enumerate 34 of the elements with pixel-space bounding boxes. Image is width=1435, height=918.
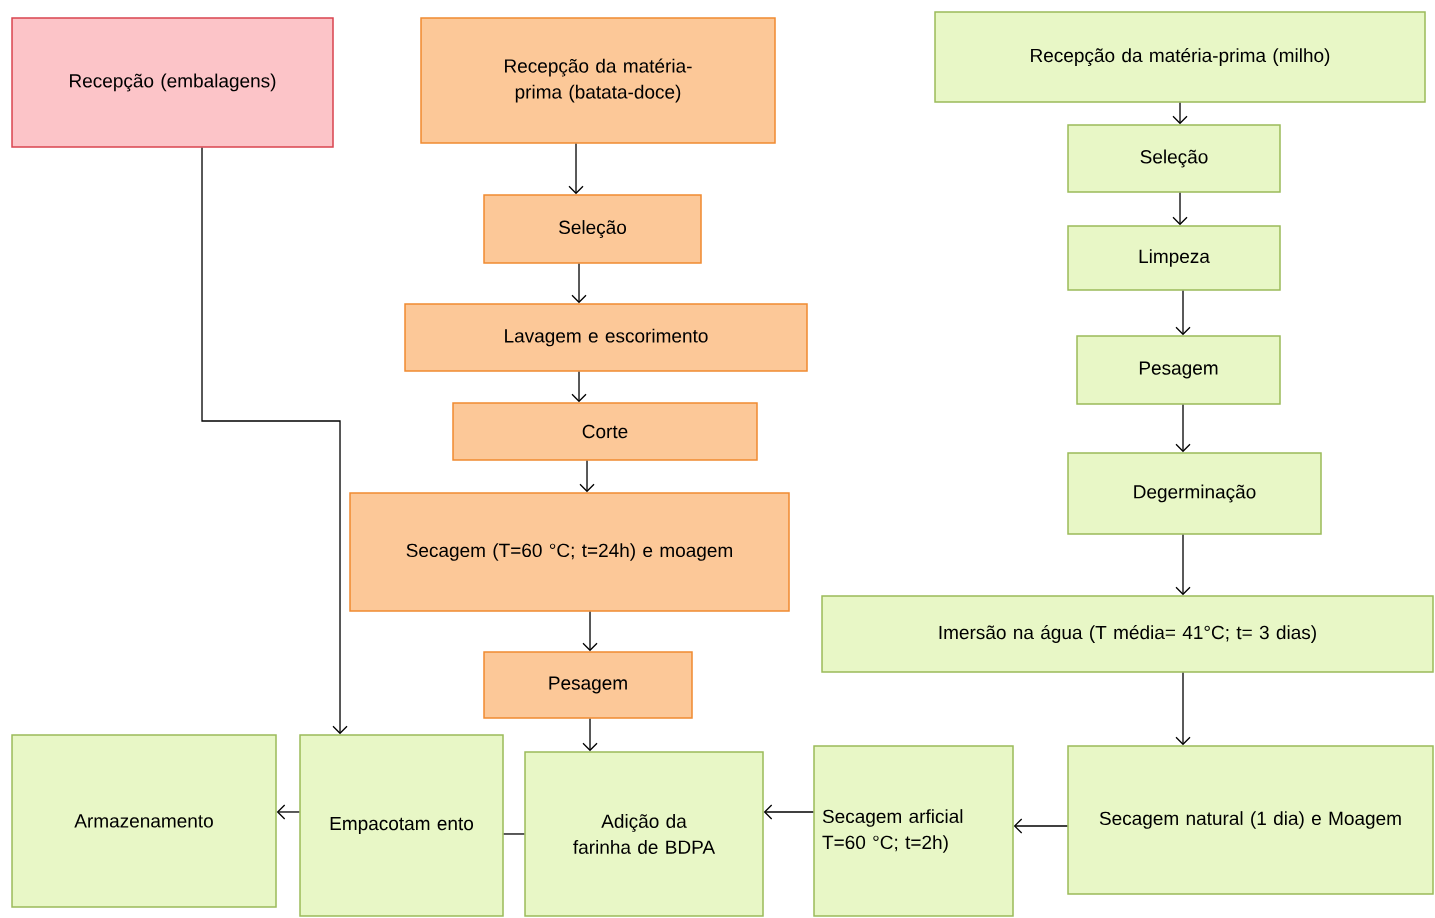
process-box: Empacotam ento [299,734,504,917]
arrow [1175,404,1191,453]
arrow [201,147,348,735]
arrow [571,263,587,304]
process-box: Armazenamento [11,734,277,908]
arrow [1172,192,1188,226]
process-box: Adição da farinha de BDPA [524,751,764,917]
arrow [568,143,584,195]
arrow [1172,102,1188,125]
arrow [763,804,814,820]
arrow [276,804,300,820]
process-box: Limpeza [1067,225,1281,291]
arrow [582,611,598,652]
arrow [579,460,595,493]
process-box: Lavagem e escorimento [404,303,808,372]
process-box: Recepção (embalagens) [11,17,334,148]
process-box: Seleção [483,194,702,264]
process-box: Pesagem [483,651,693,719]
arrow [571,371,587,403]
process-box: Recepção da matéria-prima (batata-doce) [420,17,776,144]
arrow [1013,818,1068,834]
process-box: Corte [452,402,758,461]
process-box: Secagem natural (1 dia) e Moagem [1067,745,1434,895]
arrow [1175,672,1191,746]
process-box: Imersão na água (T média= 41°C; t= 3 dias) [821,595,1434,673]
process-box: Seleção [1067,124,1281,193]
process-box: Degerminação [1067,452,1322,535]
process-box: Recepção da matéria-prima (milho) [934,11,1426,103]
process-box: Pesagem [1076,335,1281,405]
process-box: Secagem arficial T=60 °C; t=2h) [813,745,1014,917]
process-box: Secagem (T=60 °C; t=24h) e moagem [349,492,790,612]
arrow [1175,534,1191,596]
arrow [582,718,598,752]
arrow [1175,290,1191,336]
